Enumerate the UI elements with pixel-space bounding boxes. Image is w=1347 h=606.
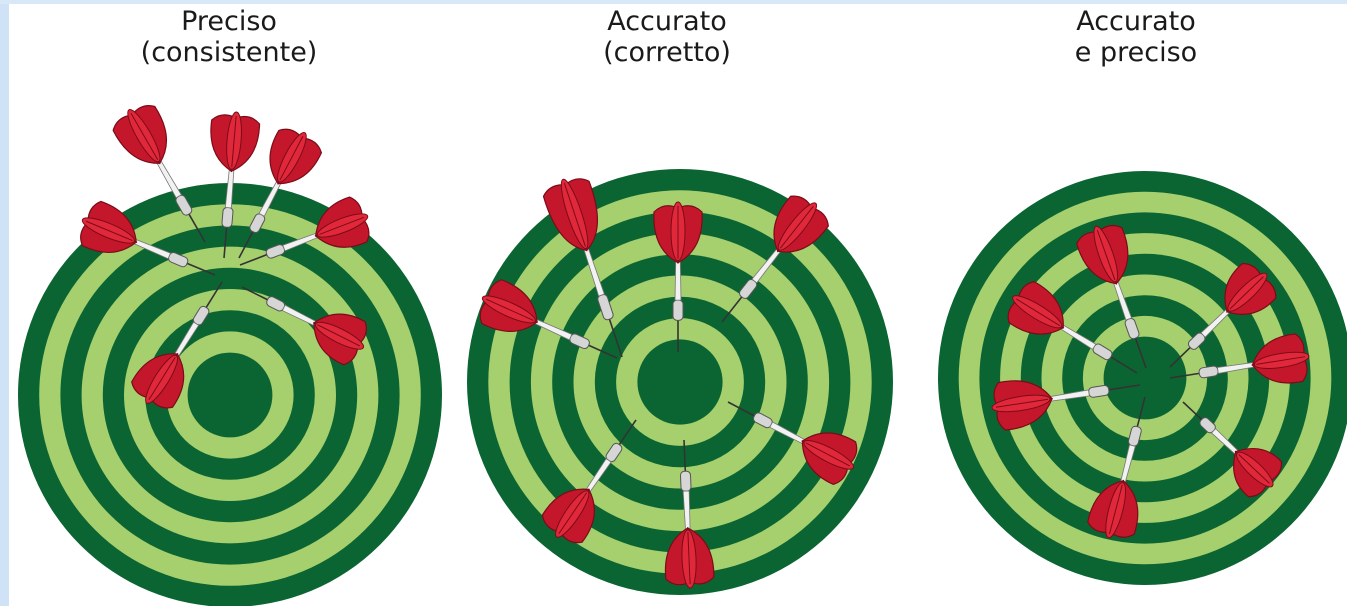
dart [727, 401, 858, 486]
dart [131, 281, 223, 409]
dart [542, 178, 623, 358]
caption-accurate-line2: (corretto) [603, 37, 731, 68]
dart [479, 279, 618, 359]
dart [1182, 401, 1283, 498]
edge-strip [0, 0, 9, 606]
dart [112, 105, 206, 243]
caption-precise-line1: Preciso [181, 6, 277, 37]
caption-accurate-line1: Accurato [607, 6, 727, 37]
dart [80, 200, 216, 276]
dart [1076, 224, 1147, 369]
dart [664, 439, 715, 589]
dart [653, 201, 703, 352]
dart [541, 419, 637, 544]
ring-dark [637, 339, 723, 425]
dart [1169, 262, 1277, 368]
ring-dark [1103, 336, 1187, 420]
dart [1007, 280, 1138, 374]
caption-accurate-precise-line1: Accurato [1076, 6, 1196, 37]
dartboard-precise [18, 183, 442, 606]
ring-dark [187, 352, 273, 438]
caption-accurate-precise-line2: e preciso [1074, 37, 1198, 68]
caption-precise: Preciso (consistente) [99, 6, 359, 68]
dart [1087, 396, 1146, 539]
dart [1169, 333, 1310, 384]
dart [238, 128, 323, 259]
dartboard-accurate [467, 169, 893, 595]
dart [991, 380, 1141, 431]
caption-accurate: Accurato (corretto) [537, 6, 797, 68]
dart [241, 286, 367, 366]
darts-layer [80, 105, 1310, 589]
caption-accurate-precise: Accurato e preciso [1006, 6, 1266, 68]
dart [239, 196, 370, 266]
caption-precise-line2: (consistente) [140, 37, 318, 68]
dart [721, 195, 829, 323]
dart [210, 111, 261, 259]
top-strip [0, 0, 1347, 4]
